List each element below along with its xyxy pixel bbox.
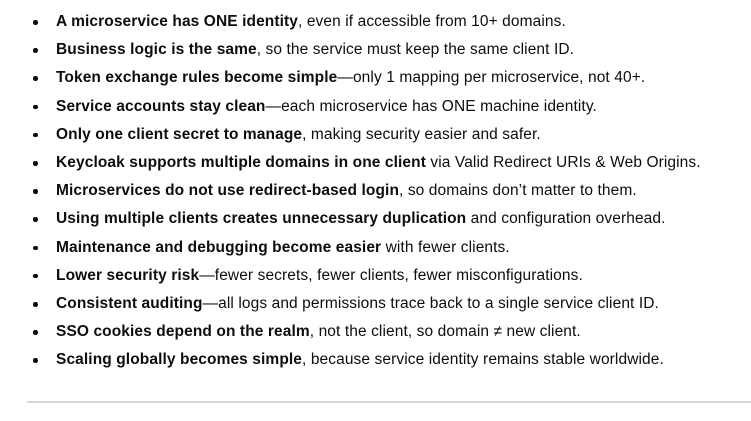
list-item-regular-text: , not the client, so domain ≠ new client… xyxy=(309,323,581,341)
list-item-regular-text: , even if accessible from 10+ domains. xyxy=(298,13,566,30)
list-item-regular-text: with fewer clients. xyxy=(381,238,510,256)
list-item-bold-text: Business logic is the same xyxy=(56,41,257,59)
list-item-regular-text: —fewer secrets, fewer clients, fewer mis… xyxy=(199,266,583,284)
list-item: Maintenance and debugging become easier … xyxy=(0,234,745,262)
bullet-icon xyxy=(33,358,38,363)
bullet-icon xyxy=(33,302,38,307)
list-item: SSO cookies depend on the realm, not the… xyxy=(0,318,745,346)
list-item-bold-text: Only one client secret to manage xyxy=(56,125,303,143)
list-item-regular-text: , so the service must keep the same clie… xyxy=(256,41,575,59)
list-item-bold-text: Scaling globally becomes simple xyxy=(56,351,303,369)
list-item-bold-text: Maintenance and debugging become easier xyxy=(56,238,382,256)
list-item: Consistent auditing—all logs and permiss… xyxy=(0,290,745,318)
list-item-regular-text: , making security easier and safer. xyxy=(302,125,541,143)
list-item: Lower security risk—fewer secrets, fewer… xyxy=(0,262,745,290)
list-item: Service accounts stay clean—each microse… xyxy=(0,93,745,121)
bullet-icon xyxy=(33,20,38,25)
list-item: Keycloak supports multiple domains in on… xyxy=(0,149,745,177)
list-item: Business logic is the same, so the servi… xyxy=(0,36,745,64)
list-item: Only one client secret to manage, making… xyxy=(0,121,745,149)
bullet-icon xyxy=(33,245,38,251)
list-item-bold-text: Consistent auditing xyxy=(56,295,203,313)
list-item-bold-text: A microservice has ONE identity xyxy=(56,13,299,30)
list-item-bold-text: Keycloak supports multiple domains in on… xyxy=(56,154,426,172)
list-item-bold-text: Microservices do not use redirect-based … xyxy=(56,182,400,200)
list-item-regular-text: —all logs and permissions trace back to … xyxy=(202,295,659,313)
list-item-regular-text: , because service identity remains stabl… xyxy=(302,351,664,369)
list-item-bold-text: SSO cookies depend on the realm xyxy=(56,323,310,341)
list-item-bold-text: Token exchange rules become simple xyxy=(56,69,338,87)
list-item-bold-text: Using multiple clients creates unnecessa… xyxy=(56,210,467,228)
bullet-icon xyxy=(33,330,38,335)
bullet-icon xyxy=(33,48,38,53)
list-item-bold-text: Lower security risk xyxy=(56,266,200,284)
bullet-icon xyxy=(33,76,38,81)
list-item-regular-text: —each microservice has ONE machine ident… xyxy=(265,97,597,115)
bullet-icon xyxy=(33,217,38,222)
list-item: Microservices do not use redirect-based … xyxy=(0,177,745,205)
list-item: A microservice has ONE identity, even if… xyxy=(0,8,745,36)
bullet-icon xyxy=(33,273,38,279)
list-item-regular-text: via Valid Redirect URIs & Web Origins. xyxy=(425,154,701,172)
list-item-regular-text: , so domains don’t matter to them. xyxy=(399,182,637,200)
bullet-icon xyxy=(33,161,38,166)
list-item-regular-text: and configuration overhead. xyxy=(466,210,666,228)
list-item: Token exchange rules become simple—only … xyxy=(0,64,745,92)
divider xyxy=(27,401,751,403)
bullet-list: A microservice has ONE identity, even if… xyxy=(0,8,745,374)
list-item: Using multiple clients creates unnecessa… xyxy=(0,205,745,233)
bullet-icon xyxy=(33,132,38,138)
list-item-bold-text: Service accounts stay clean xyxy=(56,97,266,115)
list-item-regular-text: —only 1 mapping per microservice, not 40… xyxy=(337,69,646,87)
bullet-icon xyxy=(33,189,38,194)
list-item: Scaling globally becomes simple, because… xyxy=(0,346,745,374)
bullet-icon xyxy=(33,104,38,110)
